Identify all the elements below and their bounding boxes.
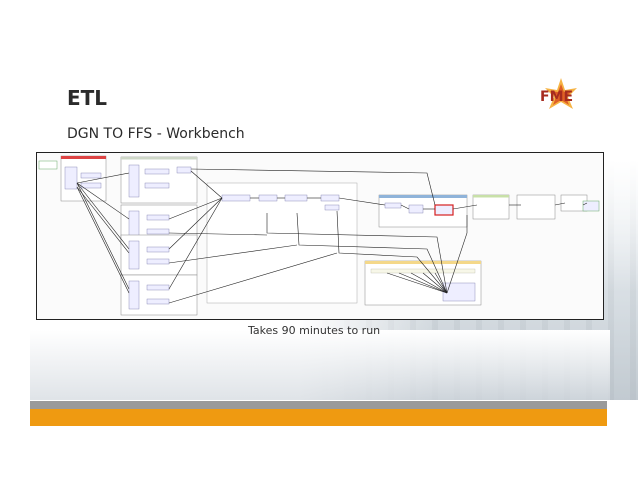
slide-title: ETL bbox=[67, 86, 108, 110]
footer-gray-bar bbox=[30, 401, 607, 409]
caption-text: Takes 90 minutes to run bbox=[248, 324, 381, 337]
slide-subtitle: DGN TO FFS - Workbench bbox=[67, 126, 245, 142]
workbench-screenshot bbox=[36, 152, 604, 320]
background-photo-lower bbox=[30, 330, 610, 400]
fme-logo-icon: FME bbox=[540, 78, 577, 109]
workbench-diagram bbox=[38, 155, 600, 316]
logo-text: FME bbox=[540, 89, 573, 105]
footer-orange-bar bbox=[30, 409, 607, 426]
